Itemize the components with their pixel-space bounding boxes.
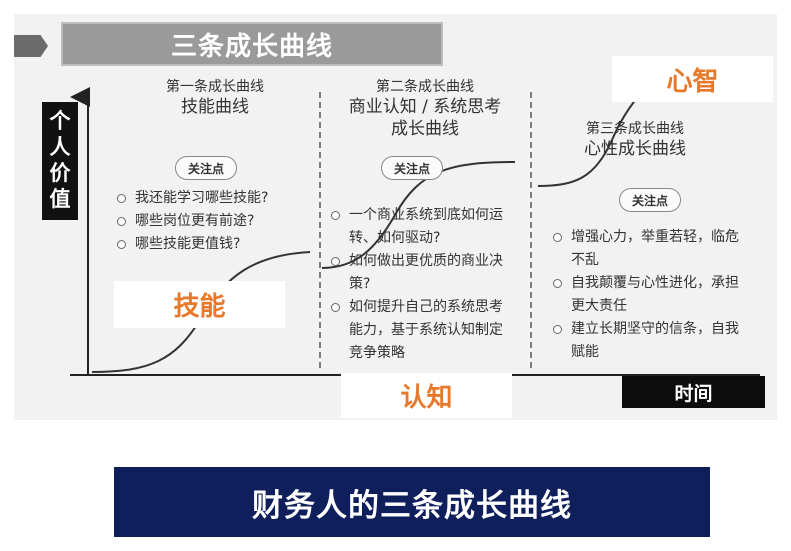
stage-2-title: 第二条成长曲线 商业认知 / 系统思考 成长曲线 — [325, 78, 525, 140]
stage-2-question-list: 一个商业系统到底如何运转、如何驱动? 如何做出更优质的商业决策? 如何提升自己的… — [331, 204, 516, 365]
stage-2-title-line3: 成长曲线 — [391, 119, 459, 139]
stage-3-title-line1: 第三条成长曲线 — [586, 121, 684, 137]
list-item: 增强心力，举重若轻，临危不乱 — [553, 226, 743, 272]
footer-banner: 财务人的三条成长曲线 — [114, 467, 710, 537]
list-item: 哪些技能更值钱? — [117, 233, 317, 256]
stage-1-title: 第一条成长曲线 技能曲线 — [140, 78, 290, 118]
curve-cognition — [321, 161, 516, 269]
x-axis-label: 时间 — [622, 376, 765, 408]
stage-1-question-list: 我还能学习哪些技能? 哪些岗位更有前途? 哪些技能更值钱? — [117, 187, 317, 256]
list-item: 我还能学习哪些技能? — [117, 187, 317, 210]
stage-3-title-line2: 心性成长曲线 — [584, 139, 686, 159]
list-item: 自我颠覆与心性进化，承担更大责任 — [553, 272, 743, 318]
y-axis-label: 个人价值 — [42, 102, 78, 220]
stage-1-title-line1: 第一条成长曲线 — [166, 79, 264, 95]
stage-3-focus-badge: 关注点 — [619, 188, 681, 212]
stage-3-question-list: 增强心力，举重若轻，临危不乱 自我颠覆与心性进化，承担更大责任 建立长期坚守的信… — [553, 226, 743, 364]
stage-3-title: 第三条成长曲线 心性成长曲线 — [560, 120, 710, 160]
skill-tag: 技能 — [114, 281, 285, 328]
diagram-title: 三条成长曲线 — [61, 22, 443, 66]
stage-2-focus-badge: 关注点 — [381, 156, 443, 180]
y-axis-label-text: 个人价值 — [49, 109, 71, 211]
list-item: 哪些岗位更有前途? — [117, 210, 317, 233]
stage-1-title-line2: 技能曲线 — [181, 97, 249, 117]
title-arrow-icon — [14, 35, 48, 57]
list-item: 建立长期坚守的信条，自我赋能 — [553, 318, 743, 364]
list-item: 如何提升自己的系统思考能力，基于系统认知制定竞争策略 — [331, 296, 516, 365]
list-item: 如何做出更优质的商业决策? — [331, 250, 516, 296]
mind-tag: 心智 — [612, 56, 773, 102]
list-item: 一个商业系统到底如何运转、如何驱动? — [331, 204, 516, 250]
cognition-tag: 认知 — [341, 373, 512, 418]
stage-2-title-line1: 第二条成长曲线 — [376, 79, 474, 95]
stage-1-focus-badge: 关注点 — [175, 156, 237, 180]
stage-2-title-line2: 商业认知 / 系统思考 — [348, 97, 502, 117]
